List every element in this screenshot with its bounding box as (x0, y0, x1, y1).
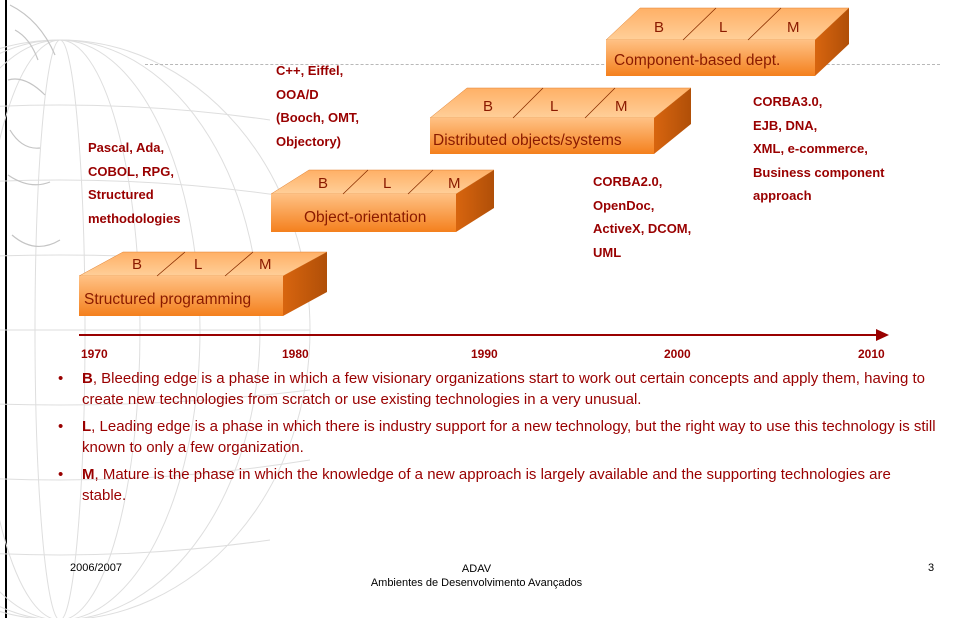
tech-item: XML, e-commerce, (753, 141, 868, 156)
bar-side-face (283, 252, 327, 316)
bullet-bleeding-edge: • B, Bleeding edge is a phase in which a… (58, 369, 938, 410)
phase-divider (156, 251, 186, 277)
tech-item: OOA/D (276, 86, 319, 102)
slide-left-border (5, 0, 7, 618)
phase-label-b: B (132, 256, 142, 273)
timeline-axis (79, 329, 889, 341)
year-label-1980: 1980 (282, 347, 309, 361)
tech-list-component: CORBA3.0, EJB, DNA, XML, e-commerce, Bus… (753, 90, 884, 208)
bullet-leading-edge: • L, Leading edge is a phase in which th… (58, 417, 938, 458)
bar-top-face (429, 87, 692, 119)
tech-item: CORBA3.0, (753, 94, 823, 109)
tech-list-distributed: CORBA2.0, OpenDoc, ActiveX, DCOM, UML (593, 170, 691, 264)
era-bar-component-based: B L M Component-based dept. (605, 7, 850, 76)
guide-dashed-line (145, 64, 940, 65)
era-bar-structured-programming: B L M Structured programming (78, 251, 328, 316)
footer-page-number: 3 (928, 562, 935, 574)
tech-item: CORBA2.0, (593, 174, 663, 189)
tech-item: EJB, DNA, (753, 117, 818, 133)
era-label: Component-based dept. (614, 52, 780, 69)
year-label-2010: 2010 (858, 347, 885, 361)
tech-item: methodologies (88, 210, 181, 226)
phase-label-l: L (383, 175, 391, 192)
bullet-key: B (82, 370, 93, 387)
phase-label-m: M (787, 19, 800, 36)
bullet-text: , Bleeding edge is a phase in which a fe… (82, 370, 925, 408)
era-label: Object-orientation (304, 209, 426, 226)
tech-item: approach (753, 188, 812, 203)
year-label-2000: 2000 (664, 347, 691, 361)
tech-item: UML (593, 244, 622, 260)
tech-item: Objectory) (276, 133, 342, 149)
phase-label-b: B (318, 175, 328, 192)
bullet-text: , Mature is the phase in which the knowl… (82, 466, 891, 504)
bar-side-face (815, 8, 849, 76)
bullet-mature: • M, Mature is the phase in which the kn… (58, 465, 938, 506)
bullet-key: M (82, 466, 95, 483)
bar-top-face (605, 7, 850, 41)
era-bar-object-orientation: B L M Object-orientation (270, 169, 495, 232)
phase-label-m: M (259, 256, 272, 273)
phase-label-l: L (194, 256, 202, 273)
phase-label-b: B (483, 98, 493, 115)
tech-item: Structured (88, 187, 154, 202)
tech-item: OpenDoc, (593, 197, 655, 213)
phase-divider (342, 169, 369, 195)
tech-item: C++, Eiffel, (276, 63, 344, 78)
tech-item: COBOL, RPG, (88, 163, 174, 179)
timeline-arrow-icon (876, 329, 889, 341)
phase-divider (584, 87, 616, 119)
bullet-marker: • (58, 370, 64, 387)
bullet-marker: • (58, 466, 64, 483)
bar-side-face (654, 88, 691, 154)
bar-side-face (456, 170, 494, 232)
phase-label-l: L (550, 98, 558, 115)
bar-front-face (271, 194, 456, 232)
footer-date: 2006/2007 (70, 562, 122, 574)
phase-label-l: L (719, 19, 727, 36)
bar-front-face (430, 118, 654, 154)
era-label: Distributed objects/systems (433, 132, 622, 149)
footer-course-code: ADAV (461, 563, 492, 575)
footer-course: ADAV Ambientes de Desenvolvimento Avança… (0, 562, 953, 590)
tech-item: (Booch, OMT, (276, 110, 360, 125)
phase-label-m: M (615, 98, 628, 115)
phase-divider (747, 7, 782, 41)
bullet-text: , Leading edge is a phase in which there… (82, 418, 936, 456)
bullet-key: L (82, 418, 92, 435)
tech-list-object-oriented: C++, Eiffel, OOA/D (Booch, OMT, Objector… (276, 59, 359, 153)
year-label-1990: 1990 (471, 347, 498, 361)
tech-item: Pascal, Ada, (88, 140, 165, 155)
bar-front-face (606, 40, 815, 76)
phase-divider (407, 169, 434, 195)
phase-divider (682, 7, 717, 41)
phase-label-m: M (448, 175, 461, 192)
tech-item: Business component (753, 164, 885, 180)
tech-list-structured: Pascal, Ada, COBOL, RPG, Structured meth… (88, 136, 180, 230)
footer-course-name: Ambientes de Desenvolvimento Avançados (370, 577, 583, 589)
era-label: Structured programming (84, 291, 251, 308)
phase-definitions-list: • B, Bleeding edge is a phase in which a… (58, 369, 938, 513)
year-label-1970: 1970 (81, 347, 108, 361)
era-bar-distributed-objects: B L M Distributed objects/systems (429, 87, 692, 154)
phase-divider (512, 87, 544, 119)
phase-label-b: B (654, 19, 664, 36)
bar-front-face (79, 276, 283, 316)
bullet-marker: • (58, 418, 64, 435)
phase-divider (224, 251, 254, 277)
tech-item: ActiveX, DCOM, (593, 221, 692, 236)
